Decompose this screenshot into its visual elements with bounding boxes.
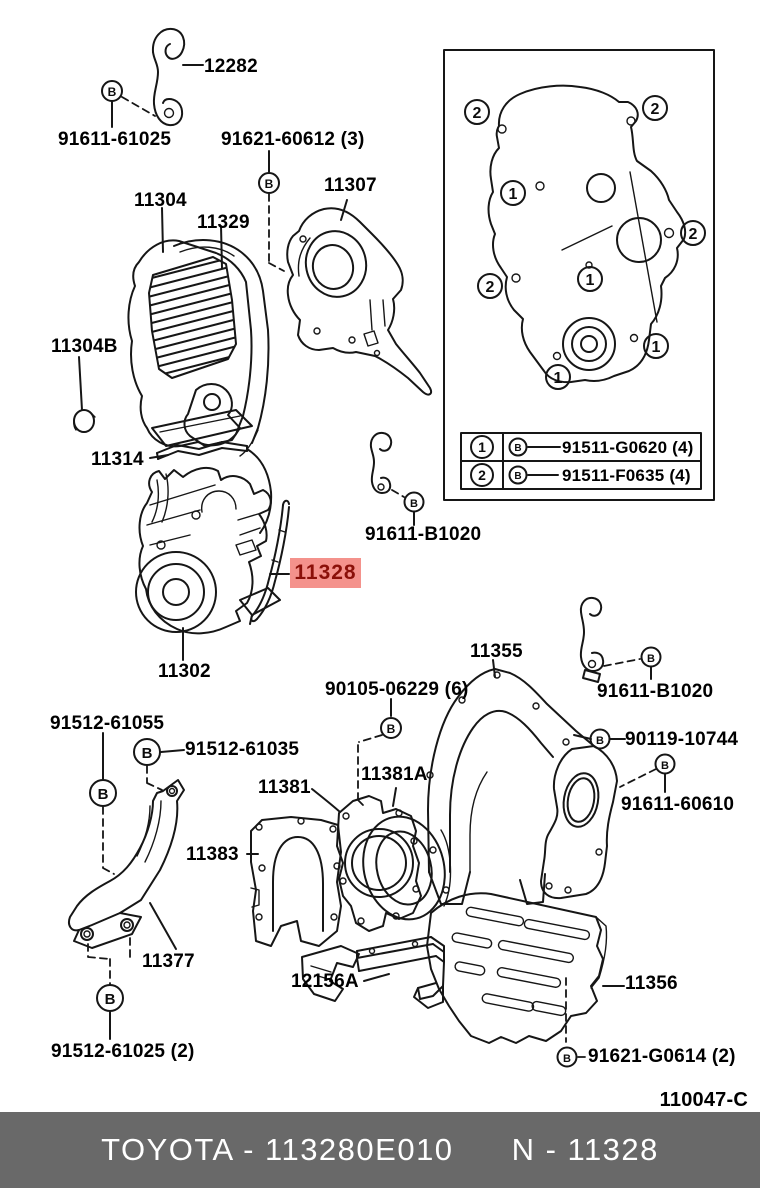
svg-text:2: 2 <box>651 101 660 118</box>
svg-text:B: B <box>142 745 153 762</box>
svg-text:B: B <box>387 722 396 736</box>
legend-part-91511-f0635[interactable]: 91511-F0635 (4) <box>562 466 691 485</box>
part-label-11381a[interactable]: 11381A <box>361 764 428 785</box>
part-label-91512-61055[interactable]: 91512-61055 <box>50 713 165 734</box>
svg-text:B: B <box>563 1053 571 1065</box>
part-label-11356[interactable]: 11356 <box>625 973 678 994</box>
part-label-11328-highlighted[interactable]: 11328 <box>290 558 361 588</box>
timing-cover-upper-11304-drawing <box>127 207 270 457</box>
svg-text:2: 2 <box>478 467 486 483</box>
part-label-91611-61025[interactable]: 91611-61025 <box>58 129 172 150</box>
bolt-90119-10744-symbol: B <box>573 728 626 750</box>
gasket-11314-drawing <box>149 441 273 534</box>
svg-text:2: 2 <box>486 279 495 296</box>
retainer-11381-drawing <box>311 788 422 932</box>
part-label-11381[interactable]: 11381 <box>258 777 311 798</box>
svg-text:B: B <box>596 735 604 747</box>
footer-part-number: TOYOTA - 113280E010 <box>101 1132 454 1167</box>
plate-11355-side-drawing <box>540 738 618 900</box>
bolt-91512-61035-symbol: B <box>133 738 185 791</box>
hanger-91611-b1020-right-drawing: B <box>579 596 662 683</box>
hanger-12282-drawing <box>151 27 204 127</box>
svg-text:B: B <box>514 471 521 482</box>
bolt-90105-06229-symbol: B <box>357 698 402 807</box>
svg-text:1: 1 <box>652 339 661 356</box>
bolt-91621-g0614-symbol: B <box>556 977 588 1068</box>
svg-text:2: 2 <box>689 226 698 243</box>
plate-11383-drawing <box>246 816 342 947</box>
part-label-11377[interactable]: 11377 <box>142 951 195 972</box>
bracket-wedge-drawing <box>301 945 360 1002</box>
svg-text:B: B <box>514 443 521 454</box>
part-label-11329[interactable]: 11329 <box>197 212 250 233</box>
inset-box <box>443 49 715 501</box>
cover-11356-drawing <box>426 892 625 1044</box>
svg-text:B: B <box>410 498 418 510</box>
svg-text:B: B <box>647 653 655 665</box>
oil-pump-plate-11307-drawing <box>286 199 433 396</box>
svg-text:B: B <box>661 760 669 772</box>
gasket-11355-drawing <box>426 659 595 905</box>
part-label-11304[interactable]: 11304 <box>134 190 187 211</box>
inset-fastener-markers: 2 2 1 2 2 1 1 1 <box>464 95 706 390</box>
timing-cover-lower-11302-drawing <box>135 466 281 661</box>
part-label-91512-61025[interactable]: 91512-61025 (2) <box>51 1041 195 1062</box>
bolt-91611-60610-symbol: B <box>619 753 676 793</box>
part-label-90105-06229[interactable]: 90105-06229 (6) <box>325 679 469 700</box>
part-label-91621-g0614[interactable]: 91621-G0614 (2) <box>588 1046 736 1067</box>
legend-part-91511-g0620[interactable]: 91511-G0620 (4) <box>562 438 694 457</box>
part-label-11314[interactable]: 11314 <box>91 449 144 470</box>
footer-reference-number: N - 11328 <box>511 1132 659 1167</box>
part-label-91621-60612[interactable]: 91621-60612 (3) <box>221 129 365 150</box>
svg-text:1: 1 <box>586 272 595 289</box>
svg-text:1: 1 <box>509 186 518 203</box>
figure-code: 110047-C <box>659 1089 748 1111</box>
hanger-91611-b1020-left-drawing: B <box>369 431 425 526</box>
part-label-91611-b1020-right[interactable]: 91611-B1020 <box>597 681 714 702</box>
svg-text:1: 1 <box>478 439 486 455</box>
part-label-11383[interactable]: 11383 <box>186 844 239 865</box>
svg-text:B: B <box>265 177 274 191</box>
bolt-91611-61025-symbol: B <box>101 80 156 128</box>
part-label-12282[interactable]: 12282 <box>204 56 258 77</box>
bracket-11377-drawing <box>68 779 185 985</box>
svg-text:B: B <box>98 786 109 803</box>
part-label-12156a[interactable]: 12156A <box>291 971 359 992</box>
footer-bar: TOYOTA - 113280E010 N - 11328 <box>0 1112 760 1188</box>
seal-11381a-drawing <box>362 787 452 921</box>
svg-text:B: B <box>105 991 116 1008</box>
svg-text:B: B <box>108 85 117 99</box>
part-label-11307[interactable]: 11307 <box>324 175 377 196</box>
plug-11304b-drawing <box>73 356 96 433</box>
bolt-91621-60612-symbol: B <box>258 150 285 272</box>
part-label-90119-10744[interactable]: 90119-10744 <box>625 729 739 750</box>
bolt-91512-61025-symbol: B <box>96 984 124 1040</box>
gasket-11328-drawing <box>250 499 290 623</box>
inset-legend-table: 1 2 B B <box>460 432 702 490</box>
svg-text:1: 1 <box>554 370 563 387</box>
part-label-91611-60610[interactable]: 91611-60610 <box>621 794 735 815</box>
svg-text:2: 2 <box>473 105 482 122</box>
part-label-11355[interactable]: 11355 <box>470 641 523 662</box>
bolt-91512-61055-symbol: B <box>89 732 117 875</box>
part-label-11302[interactable]: 11302 <box>158 661 211 682</box>
part-label-11304b[interactable]: 11304B <box>51 336 118 357</box>
part-label-91512-61035[interactable]: 91512-61035 <box>185 739 300 760</box>
rail-12156a-drawing <box>356 936 445 1009</box>
part-label-91611-b1020-left[interactable]: 91611-B1020 <box>365 524 482 545</box>
